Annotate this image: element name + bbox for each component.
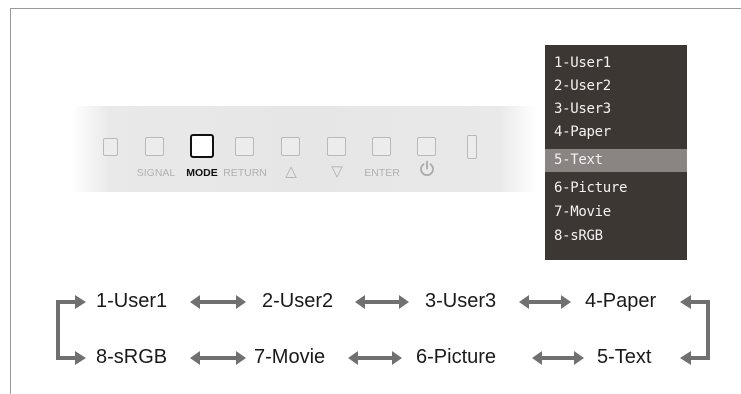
osd-item-user3[interactable]: 3-User3 xyxy=(554,101,611,117)
mode-button[interactable] xyxy=(190,134,214,158)
arrow-user3-paper xyxy=(519,295,571,309)
return-label: RETURN xyxy=(223,167,267,179)
osd-item-text-selected[interactable]: 5-Text xyxy=(545,149,687,172)
cycle-movie: 7-Movie xyxy=(254,346,326,368)
signal-button[interactable] xyxy=(145,137,164,156)
arrow-user1-user2 xyxy=(190,295,246,309)
osd-item-picture[interactable]: 6-Picture xyxy=(554,180,628,196)
osd-item-paper[interactable]: 4-Paper xyxy=(554,124,611,140)
cycle-user3: 3-User3 xyxy=(425,290,497,312)
down-button[interactable] xyxy=(327,137,346,156)
osd-item-movie[interactable]: 7-Movie xyxy=(554,204,611,220)
arrow-srgb-movie xyxy=(190,351,246,365)
down-arrow-icon: ▽ xyxy=(331,163,343,180)
osd-item-srgb[interactable]: 8-sRGB xyxy=(554,228,603,244)
frame-left-border xyxy=(10,8,11,394)
side-button-left[interactable] xyxy=(103,138,118,156)
cycle-picture: 6-Picture xyxy=(416,346,497,368)
cycle-text: 5-Text xyxy=(597,346,652,368)
arrow-user2-user3 xyxy=(355,295,409,309)
power-button[interactable] xyxy=(417,137,436,156)
loop-arrow-right xyxy=(680,295,710,365)
cycle-user2: 2-User2 xyxy=(262,290,334,312)
osd-mode-menu: 1-User1 2-User2 3-User3 4-Paper 5-Text 6… xyxy=(545,45,687,260)
frame-top-border xyxy=(10,8,741,9)
osd-item-user2[interactable]: 2-User2 xyxy=(554,78,611,94)
cycle-user1: 1-User1 xyxy=(96,290,168,312)
enter-label: ENTER xyxy=(364,167,400,179)
arrow-picture-text xyxy=(532,351,584,365)
cycle-srgb: 8-sRGB xyxy=(96,346,168,368)
power-icon xyxy=(419,160,435,182)
up-button[interactable] xyxy=(281,137,300,156)
loop-arrow-left xyxy=(56,295,86,365)
side-button-right[interactable] xyxy=(467,135,477,159)
cycle-paper: 4-Paper xyxy=(585,290,657,312)
up-arrow-icon: △ xyxy=(285,163,297,180)
enter-button[interactable] xyxy=(372,137,391,156)
mode-label: MODE xyxy=(186,167,218,179)
osd-item-user1[interactable]: 1-User1 xyxy=(554,55,611,71)
arrow-movie-picture xyxy=(348,351,402,365)
signal-label: SIGNAL xyxy=(136,167,176,179)
return-button[interactable] xyxy=(235,137,254,156)
